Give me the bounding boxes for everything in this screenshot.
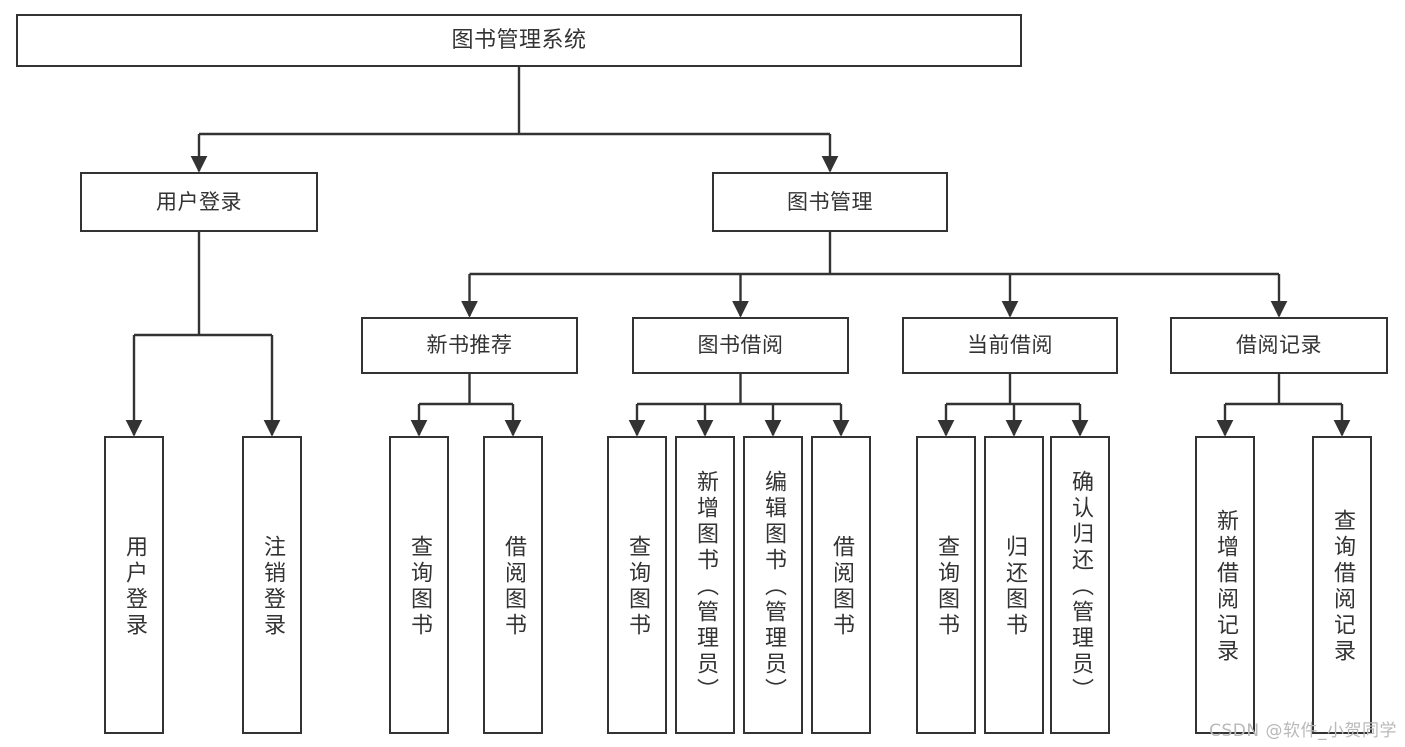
node-records[interactable]: 借阅记录 bbox=[1170, 317, 1388, 374]
watermark-text: CSDN @软件_小贺同学 bbox=[1209, 721, 1397, 741]
node-label: 借阅图书 bbox=[501, 535, 526, 639]
node-label: 当前借阅 bbox=[967, 333, 1053, 358]
node-label: 注销登录 bbox=[260, 535, 285, 639]
node-label: 用户登录 bbox=[122, 535, 147, 639]
node-label: 归还图书 bbox=[1002, 535, 1027, 639]
node-label: 图书管理 bbox=[787, 189, 873, 214]
node-label: 新增图书（管理员） bbox=[693, 470, 718, 704]
node-leaf-cur-3[interactable]: 确认归还（管理员） bbox=[1050, 436, 1110, 734]
node-root[interactable]: 图书管理系统 bbox=[16, 14, 1022, 67]
node-leaf-cur-1[interactable]: 查询图书 bbox=[916, 436, 976, 734]
node-label: 编辑图书（管理员） bbox=[761, 470, 786, 704]
node-login[interactable]: 用户登录 bbox=[80, 172, 318, 232]
node-leaf-new-2[interactable]: 借阅图书 bbox=[483, 436, 543, 734]
node-label: 借阅记录 bbox=[1236, 333, 1322, 358]
node-label: 查询图书 bbox=[407, 535, 432, 639]
node-current[interactable]: 当前借阅 bbox=[902, 317, 1118, 374]
node-leaf-new-1[interactable]: 查询图书 bbox=[389, 436, 449, 734]
node-label: 图书管理系统 bbox=[451, 27, 587, 53]
node-leaf-borrow-1[interactable]: 查询图书 bbox=[607, 436, 667, 734]
node-label: 查询借阅记录 bbox=[1330, 509, 1355, 665]
node-leaf-borrow-3[interactable]: 编辑图书（管理员） bbox=[743, 436, 803, 734]
node-leaf-rec-1[interactable]: 新增借阅记录 bbox=[1195, 436, 1255, 734]
node-label: 查询图书 bbox=[934, 535, 959, 639]
node-leaf-login-1[interactable]: 用户登录 bbox=[104, 436, 164, 734]
node-label: 用户登录 bbox=[156, 189, 242, 214]
node-label: 查询图书 bbox=[625, 535, 650, 639]
node-leaf-borrow-4[interactable]: 借阅图书 bbox=[811, 436, 871, 734]
node-label: 新书推荐 bbox=[426, 333, 513, 358]
node-borrow[interactable]: 图书借阅 bbox=[632, 317, 849, 374]
node-bookmgmt[interactable]: 图书管理 bbox=[712, 172, 948, 232]
node-label: 新增借阅记录 bbox=[1213, 509, 1238, 665]
node-leaf-borrow-2[interactable]: 新增图书（管理员） bbox=[675, 436, 735, 734]
node-leaf-login-2[interactable]: 注销登录 bbox=[242, 436, 302, 734]
node-label: 图书借阅 bbox=[697, 333, 784, 358]
node-leaf-cur-2[interactable]: 归还图书 bbox=[984, 436, 1044, 734]
node-label: 借阅图书 bbox=[829, 535, 854, 639]
node-leaf-rec-2[interactable]: 查询借阅记录 bbox=[1312, 436, 1372, 734]
node-label: 确认归还（管理员） bbox=[1068, 470, 1093, 704]
node-newbook[interactable]: 新书推荐 bbox=[361, 317, 578, 374]
